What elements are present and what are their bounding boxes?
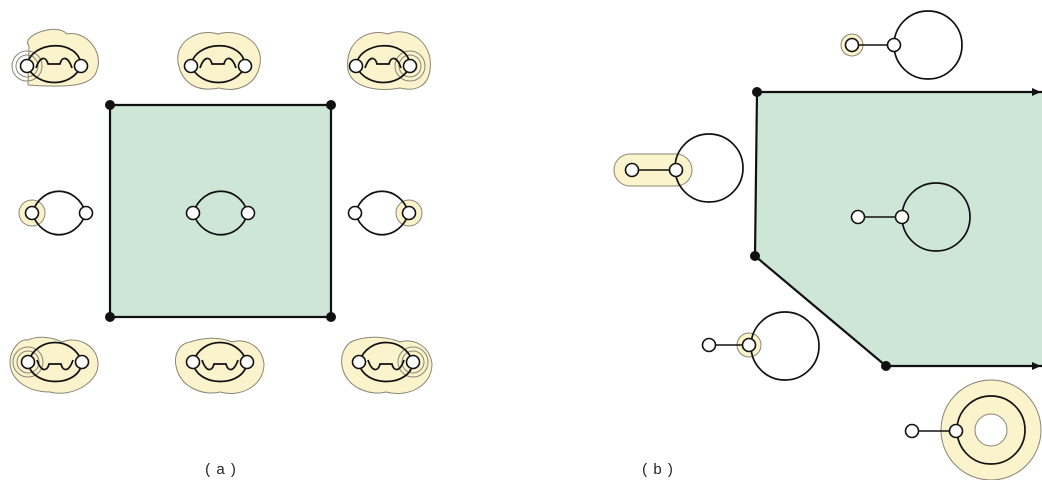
top-middle-graph [177,32,261,90]
bottom-annulus-graph [904,379,1042,480]
polygon-face [753,90,1042,368]
square-face [108,103,333,319]
top-left-graph [11,29,99,87]
top-lollipop-graph [840,10,963,80]
center-theta-graph [185,190,256,236]
lower-lollipop-graph [701,311,820,381]
right-theta-graph [347,190,423,236]
face-vertex [750,251,760,261]
panel-b: ( b ) [613,10,1042,480]
bottom-middle-graph [175,337,265,394]
bottom-left-graph [9,336,99,394]
face-vertex [105,312,115,322]
face-vertex [105,100,115,110]
face-vertex [326,100,336,110]
bottom-right-graph [341,336,433,394]
face-vertex [752,87,762,97]
top-right-graph [347,31,431,90]
caption-a: ( a ) [205,461,237,478]
center-lollipop-graph [850,182,971,252]
caption-b: ( b ) [642,461,674,478]
face-vertex [326,312,336,322]
face-vertex [881,361,891,371]
left-theta-graph [18,190,94,236]
left-lollipop-graph [613,133,744,203]
panel-a: ( a ) [9,29,433,478]
